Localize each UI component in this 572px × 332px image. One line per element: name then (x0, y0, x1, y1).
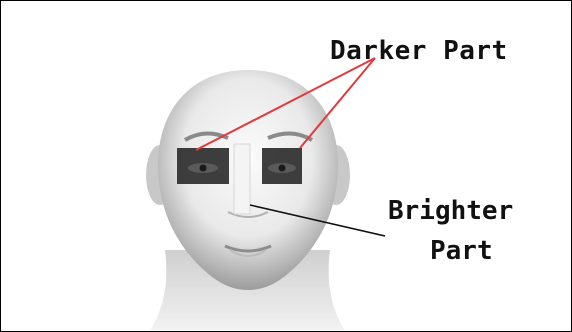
left-pupil (200, 165, 207, 172)
brighter-part-label-line1: Brighter (388, 196, 513, 226)
darker-part-label: Darker Part (330, 36, 508, 66)
right-pupil (279, 165, 286, 172)
brighter-part-label-line2: Part (430, 236, 493, 266)
brighter-region-nose (234, 144, 250, 214)
